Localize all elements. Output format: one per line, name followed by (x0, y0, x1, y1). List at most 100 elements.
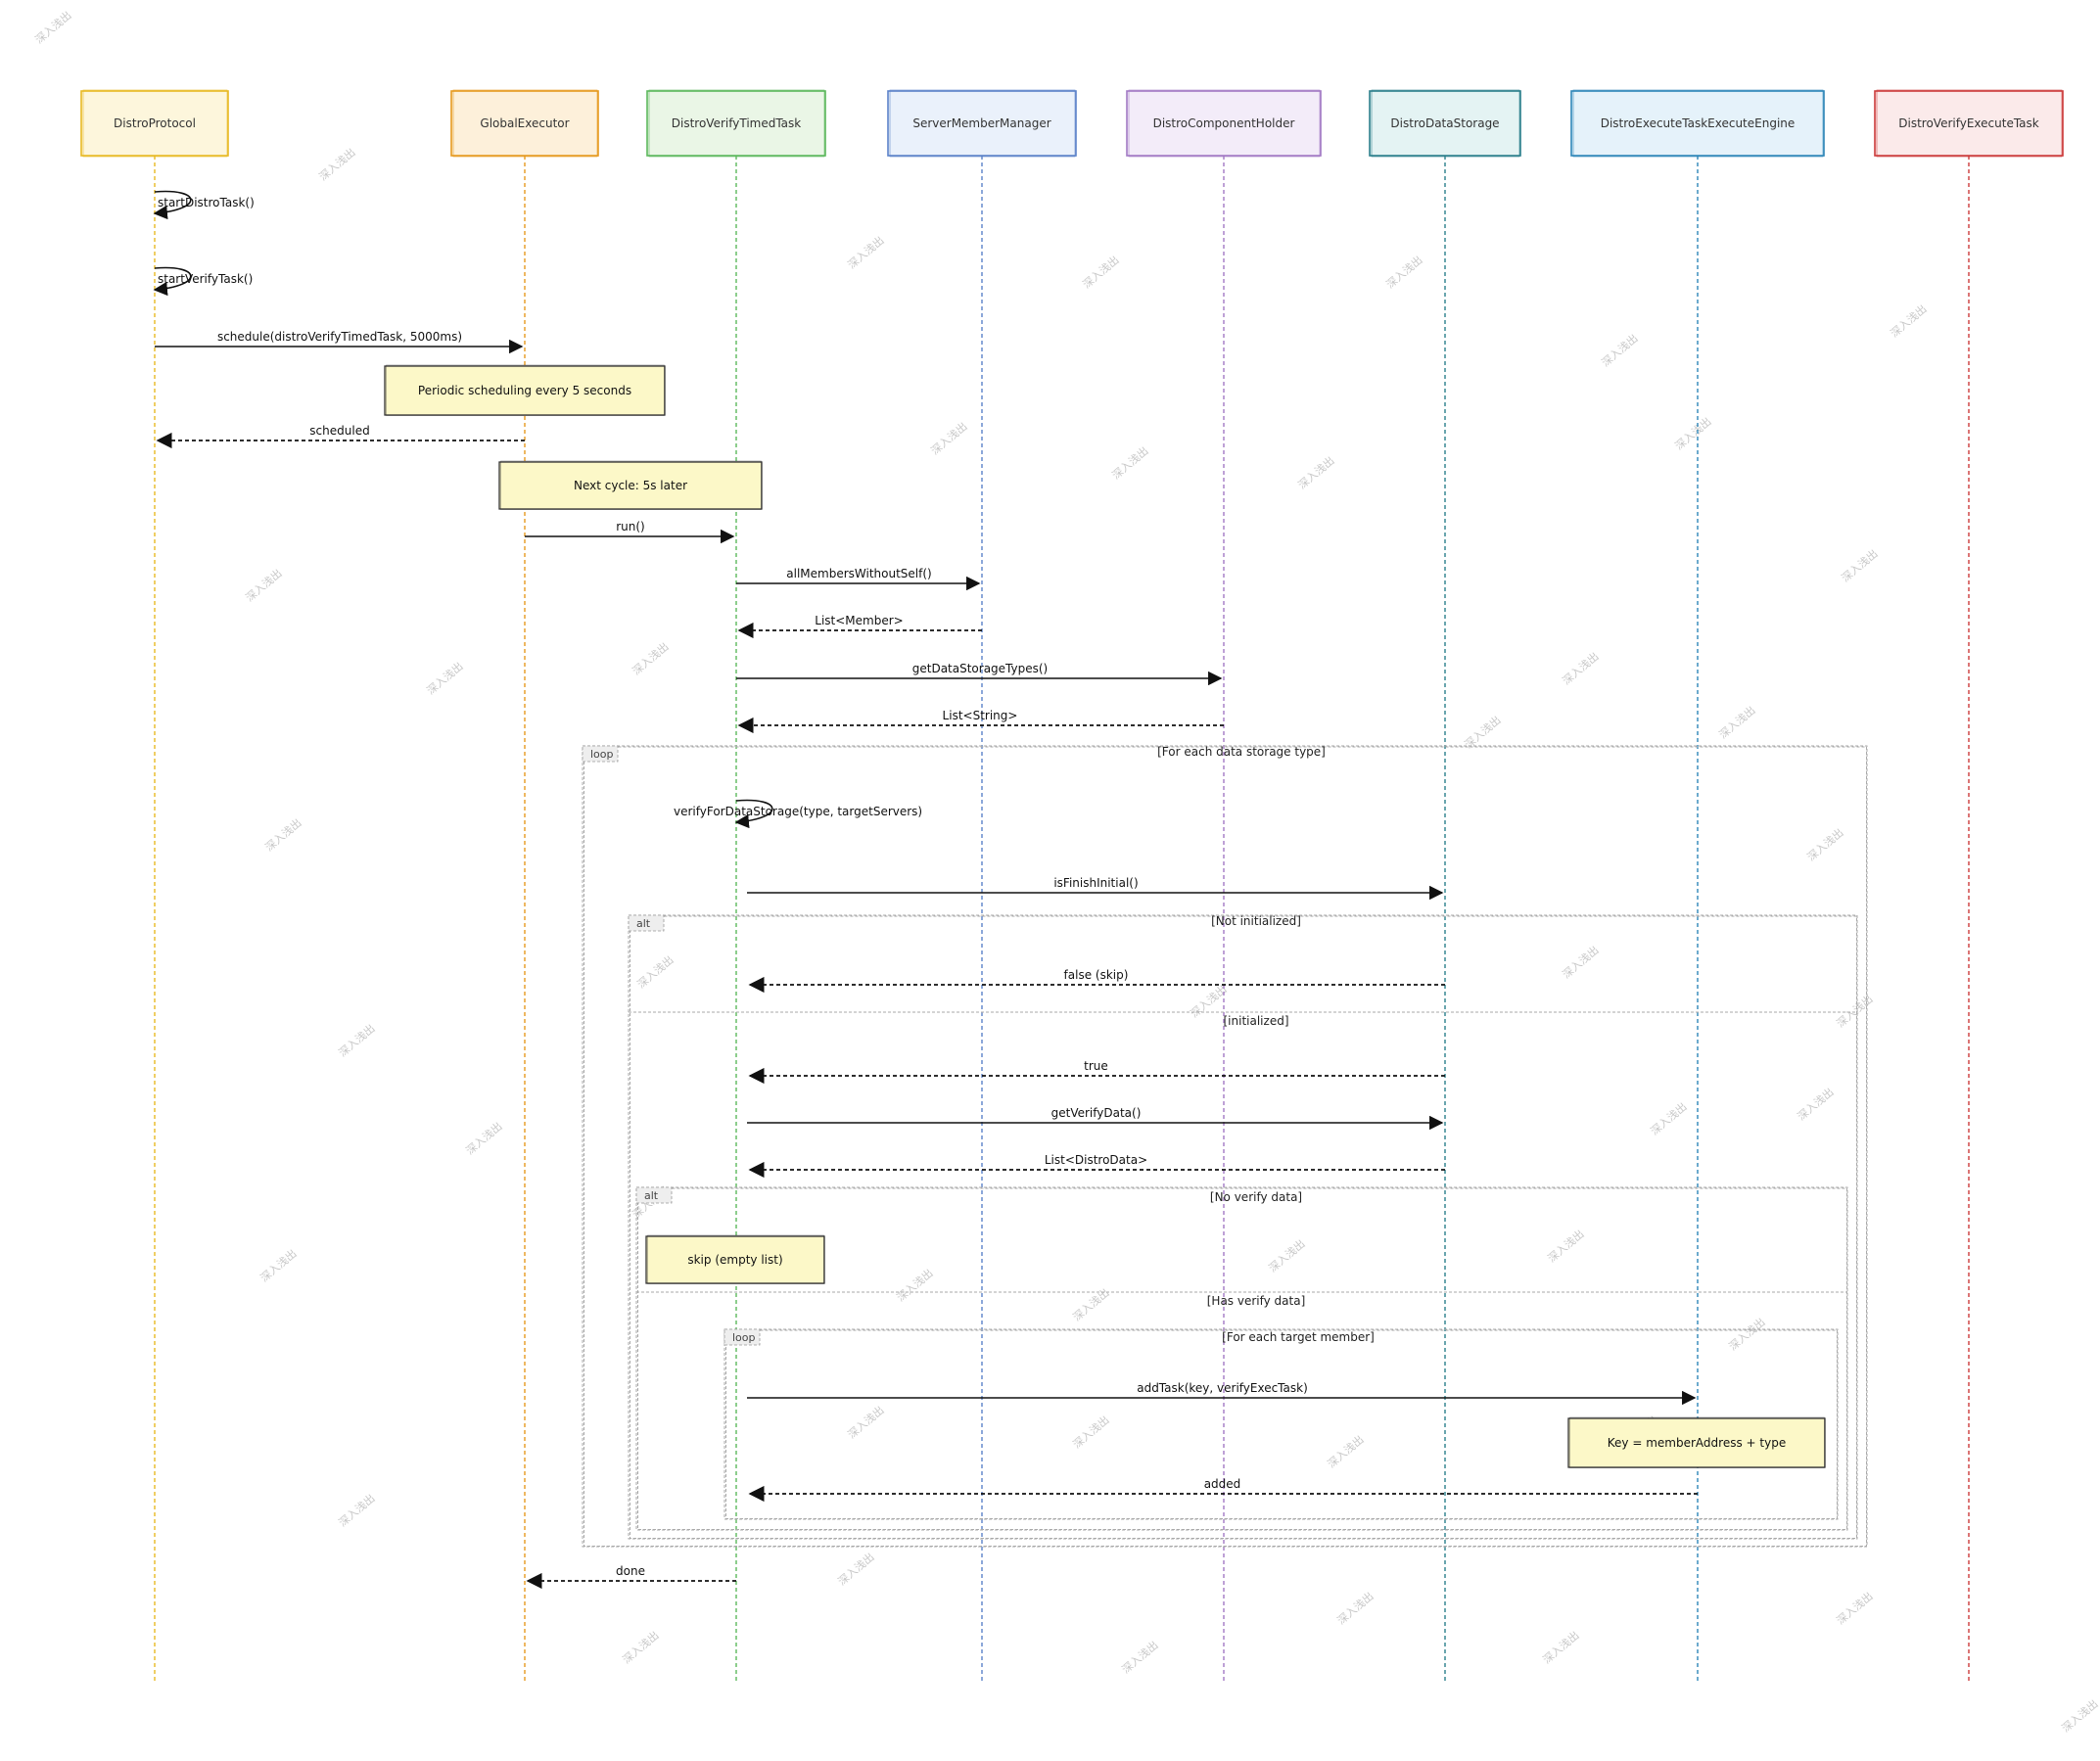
participant-box (1369, 90, 1521, 157)
watermark-text: 深入浅出 (620, 1628, 662, 1666)
watermark-text: 深入浅出 (316, 145, 358, 183)
fragment-tag-box (582, 745, 619, 763)
watermark-text: 深入浅出 (1325, 1432, 1367, 1470)
participant-box-sketch (1371, 89, 1520, 158)
participant-box-sketch (1876, 89, 2063, 158)
message-label: List<Member> (815, 614, 903, 627)
fragment-kind-label: loop (732, 1331, 756, 1344)
message-label: scheduled (309, 424, 369, 438)
message-arrow (734, 799, 773, 829)
participant-box (1874, 90, 2064, 157)
message-label: allMembersWithoutSelf() (786, 567, 931, 580)
fragment-tag-box (628, 914, 665, 932)
watermark-text: 深入浅出 (1726, 1315, 1768, 1353)
message-scheduled: scheduled (156, 424, 525, 449)
messages: startDistroTask() startVerifyTask() schedu… (153, 190, 1698, 1590)
fragment-alt: alt[No verify data][Has verify data] (635, 1186, 1848, 1531)
fragment-frame (628, 914, 1858, 1540)
participant-label: DistroVerifyExecuteTask (1898, 116, 2039, 130)
message-label: run() (616, 520, 645, 533)
watermark-text: 深入浅出 (835, 1550, 877, 1588)
message-label: false (skip) (1064, 968, 1129, 982)
message-label: isFinishInitial() (1053, 876, 1138, 890)
participant-box (887, 90, 1077, 157)
watermark-text: 深入浅出 (257, 1246, 300, 1284)
message-getverifydata: getVerifyData() (747, 1106, 1444, 1131)
fragment-kind-label: alt (636, 917, 651, 930)
note-key-memberaddress-type: Key = memberAddress + type (1567, 1416, 1826, 1468)
participant-distrodatastorage: DistroDataStorage (1369, 89, 1521, 158)
fragment-frame (725, 1329, 1838, 1519)
participant-distroverifyexecutetask: DistroVerifyExecuteTask (1874, 89, 2064, 158)
fragment-else-condition: [initialized] (1224, 1014, 1289, 1028)
watermark-text: 深入浅出 (1119, 1638, 1161, 1676)
fragment-condition: [Not initialized] (1211, 914, 1301, 928)
fragment-frame (637, 1187, 1847, 1530)
fragment-alt: alt [Not initialized] [initialized] (628, 914, 1858, 1540)
participant-globalexecutor: GlobalExecutor (450, 89, 599, 158)
participant-box-sketch (648, 89, 825, 158)
watermark-text: 深入浅出 (1295, 453, 1337, 491)
watermark-text: 深入浅出 (1839, 546, 1881, 584)
watermark-text: 深入浅出 (262, 815, 304, 854)
note-box-sketch (386, 364, 665, 416)
watermark-text: 深入浅出 (1804, 825, 1846, 863)
watermark-text: 深入浅出 (1834, 1589, 1876, 1627)
participant-box (1126, 90, 1322, 157)
watermark-text: 深入浅出 (32, 8, 74, 46)
message-schedule-distroverifytimedtask-5000ms: schedule(distroVerifyTimedTask, 5000ms) (155, 330, 524, 354)
watermark-text: 深入浅出 (1834, 992, 1876, 1030)
participant-distroprotocol: DistroProtocol (80, 89, 229, 158)
fragment-frame (630, 915, 1857, 1539)
note-text: skip (empty list) (687, 1253, 782, 1267)
watermark-text: 深入浅出 (1716, 703, 1758, 741)
participant-label: DistroExecuteTaskExecuteEngine (1601, 116, 1796, 130)
note-box-sketch (1569, 1416, 1825, 1468)
watermark-text: 深入浅出 (463, 1119, 505, 1157)
fragment-condition: [For each data storage type] (1157, 745, 1326, 759)
message-startverifytask: startVerifyTask() (153, 266, 253, 297)
participant-box-sketch (1572, 89, 1824, 158)
message-run: run() (525, 520, 735, 544)
fragment-kind-label: alt (644, 1189, 659, 1202)
watermark-text: 深入浅出 (2059, 1696, 2100, 1735)
message-label: addTask(key, verifyExecTask) (1137, 1381, 1308, 1395)
watermark-text: 深入浅出 (1080, 253, 1122, 291)
message-label: getDataStorageTypes() (912, 662, 1049, 675)
watermark-text: 深入浅出 (1334, 1589, 1377, 1627)
watermark-text: 深入浅出 (1070, 1413, 1112, 1451)
message-label: verifyForDataStorage(type, targetServers… (674, 805, 922, 818)
watermark-text: 深入浅出 (894, 1266, 936, 1304)
notes: Periodic scheduling every 5 secondsNext … (384, 364, 1826, 1468)
note-box (384, 365, 666, 416)
watermark-text: 深入浅出 (1560, 649, 1602, 687)
participant-box (80, 90, 229, 157)
watermark-text: 深入浅出 (1462, 713, 1504, 751)
fragment-tag-box (723, 1328, 761, 1346)
participant-label: ServerMemberManager (912, 116, 1050, 130)
fragment-frame (583, 746, 1867, 1547)
message-addtask-key-verifyexectask: addTask(key, verifyExecTask) (747, 1381, 1697, 1406)
fragment-condition: [No verify data] (1210, 1190, 1302, 1204)
participant-label: DistroDataStorage (1390, 116, 1499, 130)
participant-box-sketch (1128, 89, 1321, 158)
message-done: done (526, 1564, 736, 1590)
message-label: startVerifyTask() (158, 272, 253, 286)
watermark-text: 深入浅出 (243, 566, 285, 604)
note-text: Periodic scheduling every 5 seconds (418, 384, 631, 397)
watermark-text: 深入浅出 (928, 419, 970, 457)
fragment-tag-box (635, 1186, 673, 1204)
participant-box (1570, 90, 1825, 157)
message-isfinishinitial: isFinishInitial() (747, 876, 1444, 901)
participant-label: DistroComponentHolder (1153, 116, 1295, 130)
note-text: Key = memberAddress + type (1608, 1436, 1786, 1450)
note-box (645, 1235, 825, 1284)
fragments: loop [For each data storage type] alt [Not … (582, 745, 1868, 1548)
note-box-sketch (647, 1234, 824, 1284)
message-true: true (748, 1059, 1445, 1085)
watermark-text: 深入浅出 (1560, 943, 1602, 981)
message-label: startDistroTask() (158, 196, 255, 209)
note-box (498, 461, 763, 510)
message-arrow (153, 266, 192, 297)
